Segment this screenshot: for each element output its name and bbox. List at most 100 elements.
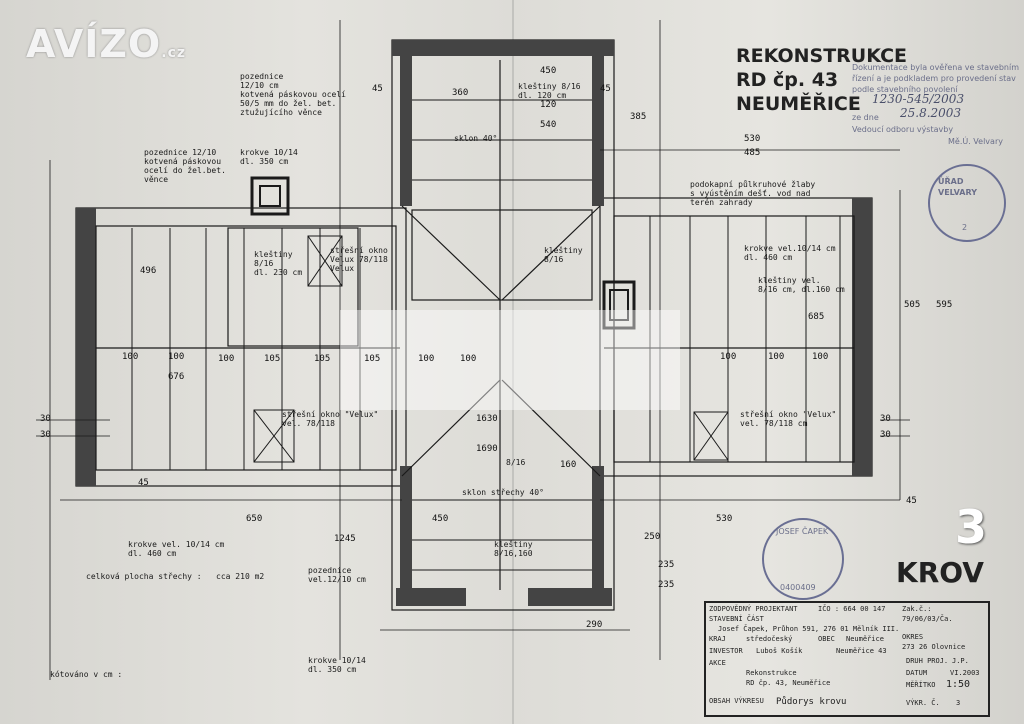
dim-label: 45 [138, 478, 149, 488]
dim-label: 100 [720, 352, 737, 362]
municipal-round-stamp: ÚŘAD VELVARY 2 [928, 164, 1006, 242]
label-plocha: celková plocha střechy : cca 210 m2 [86, 572, 265, 581]
label-klestiny-2: kleštiny 8/16 dl. 230 cm [254, 250, 303, 277]
dim-label: 540 [540, 120, 557, 130]
dim-label: 650 [246, 514, 263, 524]
avizo-watermark-logo: AVÍZO.cz [26, 22, 187, 66]
tb-vykr: VÝKR. Č. [906, 699, 940, 707]
tb-obec: Neuměřice [846, 635, 884, 643]
approval-stamp-text: Dokumentace byla ověřena ve stavebním ří… [852, 63, 1020, 94]
dim-label: 385 [630, 112, 647, 122]
dim-label: 30 [880, 414, 891, 424]
approval-date: 25.8.2003 [900, 106, 962, 120]
label-klestiny-3: kleštiny 8/16 [544, 246, 583, 264]
tb-datum: DATUM [906, 669, 928, 677]
approval-number: 1230-545/2003 [872, 92, 965, 106]
dim-label: 30 [40, 414, 51, 424]
dim-label: 290 [586, 620, 603, 630]
dim-label: 235 [658, 580, 675, 590]
tb-akce-2: RD čp. 43, Neuměřice [746, 679, 831, 687]
label-krokve-4: krokve 10/14 dl. 350 cm [308, 656, 366, 674]
tb-kraj: KRAJ [709, 635, 726, 643]
tb-vykr-val: 3 [956, 699, 961, 707]
sheet-number: 3 [955, 500, 988, 554]
dim-label: 1630 [476, 414, 498, 424]
drawing-title: REKONSTRUKCE RD čp. 43 NEUMĚŘICE [736, 44, 907, 116]
tb-investor: INVESTOR [709, 647, 743, 655]
tb-obsah-val: Půdorys krovu [776, 697, 847, 707]
dim-label: 100 [812, 352, 829, 362]
dim-label: 450 [540, 66, 557, 76]
title-line-3: NEUMĚŘICE [736, 93, 861, 115]
label-stresni-okno-2: střešní okno "Velux" vel. 78/118 [282, 410, 379, 428]
dim-label: 100 [418, 354, 435, 364]
dim-label: 360 [452, 88, 469, 98]
sheet-title: KROV [896, 556, 984, 589]
tb-obsah: OBSAH VÝKRESU [709, 697, 764, 705]
label-krokve-1: krokve 10/14 dl. 350 cm [240, 148, 298, 166]
title-block: ZODPOVĚDNÝ PROJEKTANT IČO : 664 00 147 Z… [704, 601, 990, 717]
tb-ico: IČO : 664 00 147 [818, 605, 886, 613]
tb-meritko-val: 1:50 [946, 679, 971, 690]
tb-druh: DRUH PROJ. [906, 657, 949, 665]
label-kotovano: kótováno v cm : [50, 670, 123, 679]
title-line-1: REKONSTRUKCE [736, 45, 908, 67]
tb-okres: OKRES [902, 633, 924, 641]
label-pozednice-1: pozednice 12/10 cm kotvená páskovou ocel… [240, 72, 346, 117]
tb-datum-val: VI.2003 [950, 669, 980, 677]
dim-label: 450 [432, 514, 449, 524]
label-stresni-okno-1: střešní okno Velux 78/118 Velux [330, 246, 388, 273]
dim-label: 496 [140, 266, 157, 276]
label-pozednice-2: pozednice 12/10 kotvená páskovou ocelí d… [144, 148, 226, 184]
tb-akce-1: Rekonstrukce [746, 669, 797, 677]
dim-label: 485 [744, 148, 761, 158]
tb-zpracovatel: ZODPOVĚDNÝ PROJEKTANT [709, 605, 798, 613]
dim-label: 235 [658, 560, 675, 570]
label-sklen-1: sklon 40° [454, 134, 498, 143]
tb-inv-obec: Neuměřice 43 [836, 647, 887, 655]
label-klestiny-4: kleštiny vel. 8/16 cm, dl.160 cm [758, 276, 845, 294]
label-pozednice-3: pozednice vel.12/10 cm [308, 566, 366, 584]
tb-projektant: Josef Čapek, Průhon 591, 276 01 Mělník I… [718, 625, 900, 633]
dim-label: 100 [122, 352, 139, 362]
approval-office: Vedoucí odboru výstavby [852, 125, 954, 134]
tb-druh-val: J.P. [952, 657, 969, 665]
dim-label: 1245 [334, 534, 356, 544]
dim-label: 530 [716, 514, 733, 524]
dim-label: 595 [936, 300, 953, 310]
label-klestiny-6: kleštiny 8/16,160 [494, 540, 533, 558]
dim-label: 105 [364, 354, 381, 364]
dim-label: 1690 [476, 444, 498, 454]
dim-label: 100 [768, 352, 785, 362]
dim-label: 45 [906, 496, 917, 506]
dim-label: 45 [600, 84, 611, 94]
dim-label: 685 [808, 312, 825, 322]
tb-akce: AKCE [709, 659, 726, 667]
tb-obec-label: OBEC [818, 635, 835, 643]
dim-label: 100 [460, 354, 477, 364]
dim-label: 250 [644, 532, 661, 542]
label-podokapni: podokapní půlkruhové žlaby s vyústěním d… [690, 180, 816, 207]
paper-fold [512, 0, 514, 724]
dim-label: 676 [168, 372, 185, 382]
dim-label: 30 [880, 430, 891, 440]
dim-label: 45 [372, 84, 383, 94]
tb-meritko: MĚŘÍTKO [906, 681, 936, 689]
label-krokve-3: krokve vel. 10/14 cm dl. 460 cm [128, 540, 225, 558]
dim-label: 100 [168, 352, 185, 362]
dim-label: 105 [264, 354, 281, 364]
label-sklen-2: sklon střechy 40° [462, 488, 544, 497]
dim-label: 105 [314, 354, 331, 364]
dim-label: 505 [904, 300, 921, 310]
engineer-round-stamp: JOSEF ČAPEK 0400409 [762, 518, 844, 600]
title-line-2: RD čp. 43 [736, 69, 839, 91]
tb-zak: Zak.č.: [902, 605, 932, 613]
dim-label: 160 [560, 460, 577, 470]
dim-label: 30 [40, 430, 51, 440]
dim-label: 120 [540, 100, 557, 110]
tb-okres-val: 273 26 Olovnice [902, 643, 966, 651]
approval-date-label: ze dne [852, 113, 879, 122]
tb-zak-val: 79/06/03/Ča. [902, 615, 953, 623]
label-klestiny-1: kleštiny 8/16 dl. 120 cm [518, 82, 581, 100]
approval-city: Mě.Ú. Velvary [948, 137, 1003, 146]
